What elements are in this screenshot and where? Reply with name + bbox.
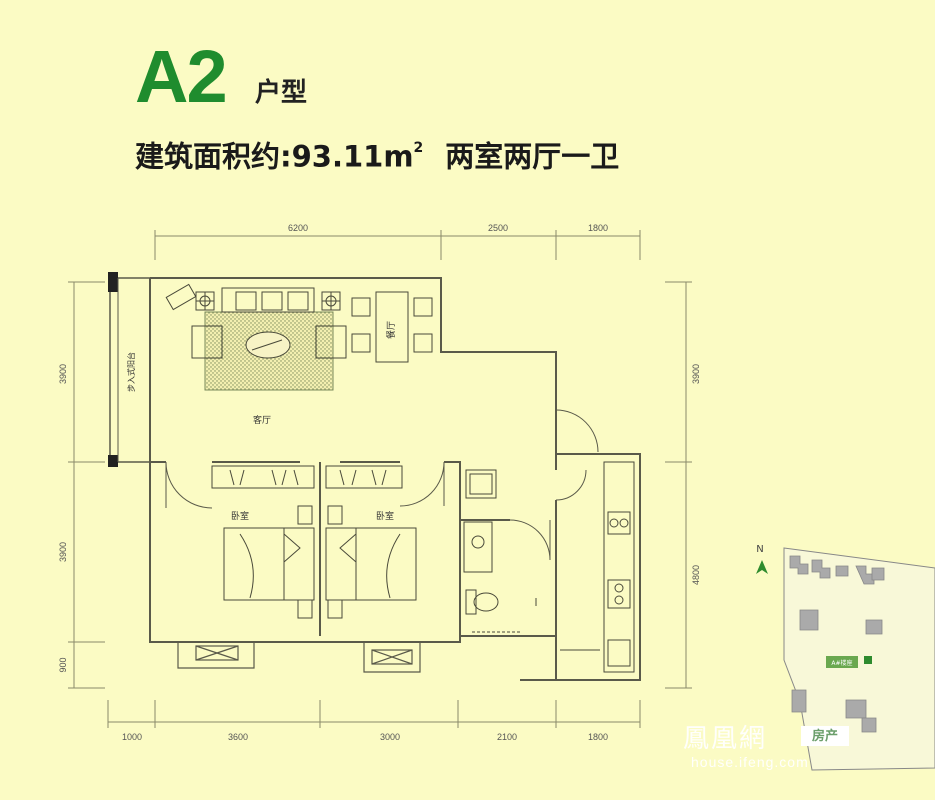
dim-left-3: 900	[58, 657, 68, 672]
dining-furniture: 餐厅	[351, 291, 433, 363]
layout-text: 两室两厅一卫	[445, 139, 620, 174]
tv-cabinet	[165, 283, 197, 311]
toilet	[473, 592, 499, 612]
dimension-lines	[68, 230, 692, 728]
site-plan-highlight-label: A#楼座	[831, 659, 852, 667]
watermark: 鳳凰網 房产 house.ifeng.com	[683, 718, 923, 778]
sink	[607, 511, 631, 535]
balcony-label: 步入式阳台	[126, 352, 136, 392]
dim-bottom-5: 1800	[588, 732, 608, 742]
washing-machine	[465, 469, 497, 499]
armchair-left	[191, 325, 223, 359]
dim-top-2: 2500	[488, 223, 508, 233]
bay-windows	[177, 642, 421, 673]
dim-top-1: 6200	[288, 223, 308, 233]
dim-bottom-3: 3000	[380, 732, 400, 742]
dim-right-2: 4800	[691, 565, 701, 585]
north-arrow-icon: N	[756, 544, 768, 574]
unit-code: A2	[135, 35, 228, 118]
watermark-badge: 房产	[801, 726, 849, 746]
kitchen-counter	[603, 461, 635, 673]
bedroom-right-label: 卧室	[376, 510, 394, 522]
area-superscript: 2	[413, 140, 424, 156]
watermark-name: 鳳凰網	[683, 724, 768, 754]
bed-left	[223, 527, 315, 601]
shower	[463, 521, 493, 573]
living-room-label: 客厅	[253, 414, 271, 426]
kitchen-fixtures	[560, 461, 635, 673]
area-text: 建筑面积约:93.11m	[135, 139, 414, 174]
armchair-right	[315, 325, 347, 359]
dim-bottom-1: 1000	[122, 732, 142, 742]
dining-room-label: 餐厅	[385, 321, 397, 339]
watermark-url: house.ifeng.com	[691, 754, 809, 770]
unit-type-label: 户型	[255, 78, 308, 108]
dim-top-3: 1800	[588, 223, 608, 233]
wardrobes	[211, 465, 403, 489]
stove	[607, 579, 631, 609]
dim-left-1: 3900	[58, 364, 68, 384]
dimension-labels: 6200 2500 1800 1000 3600 3000 2100 1800 …	[58, 223, 701, 742]
dining-table	[375, 291, 409, 363]
bathroom-fixtures	[463, 469, 537, 633]
dim-right-1: 3900	[691, 364, 701, 384]
unit-summary: 建筑面积约:93.11m2 两室两厅一卫	[135, 132, 619, 177]
bedroom-furniture: 卧室 卧室	[223, 505, 417, 619]
site-plan: A#楼座 N	[756, 544, 935, 771]
compass-label: N	[756, 544, 763, 555]
bedroom-left-label: 卧室	[231, 510, 249, 522]
balcony: 步入式阳台	[108, 272, 151, 467]
dim-left-2: 3900	[58, 542, 68, 562]
dim-bottom-4: 2100	[497, 732, 517, 742]
fridge	[607, 639, 631, 667]
doors	[165, 409, 599, 561]
living-furniture	[165, 283, 347, 391]
toilet-tank	[465, 589, 477, 615]
dim-bottom-2: 3600	[228, 732, 248, 742]
sofa	[221, 287, 315, 313]
bed-right	[325, 527, 417, 601]
